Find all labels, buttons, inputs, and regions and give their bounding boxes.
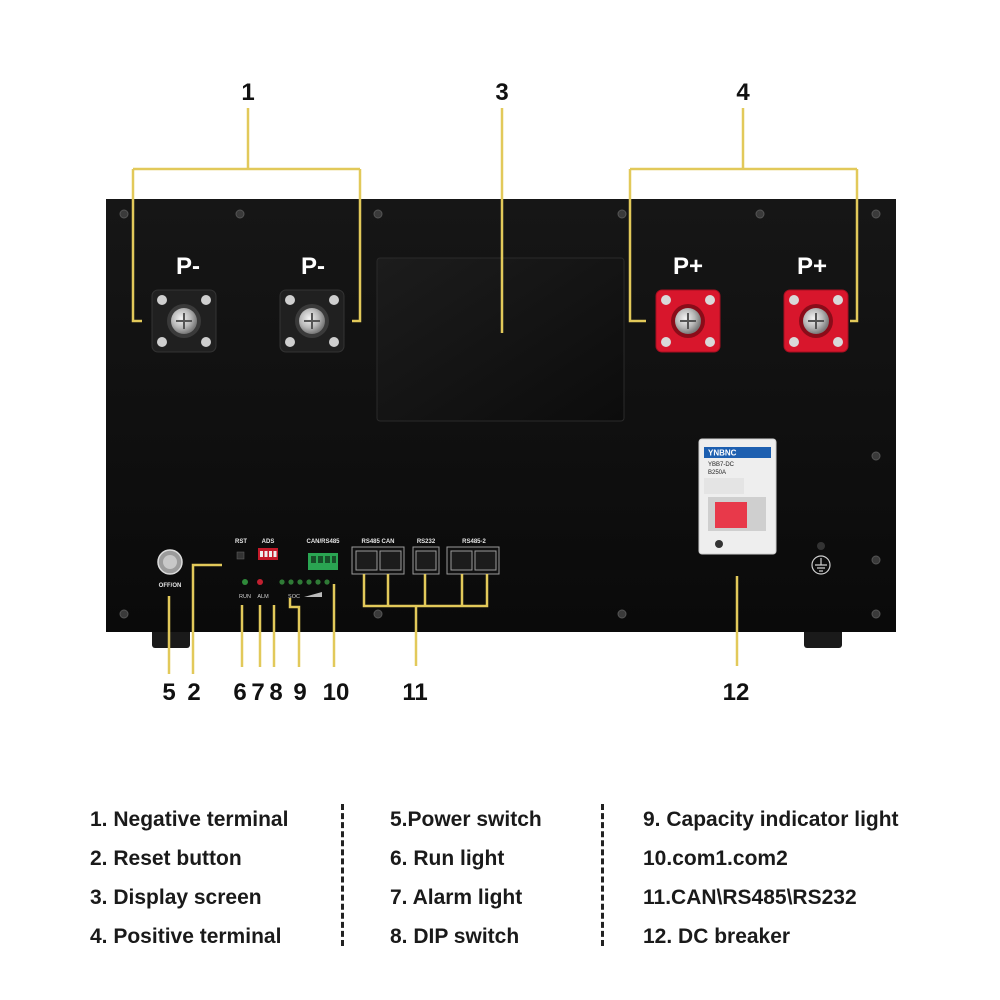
- terminal-label-pos2: P+: [797, 253, 827, 280]
- callout-2: 2: [187, 679, 200, 706]
- can-rs485-label: CAN/RS485: [306, 539, 340, 545]
- legend-item: 3. Display screen: [90, 886, 262, 909]
- legend-divider-1: [341, 804, 344, 946]
- callout-8: 8: [269, 679, 282, 706]
- callout-12: 12: [723, 679, 750, 706]
- ground-icon: [811, 542, 831, 575]
- callout-5: 5: [162, 679, 175, 706]
- run-label: RUN: [239, 594, 251, 600]
- legend-item: 10.com1.com2: [643, 847, 788, 870]
- rj-ports[interactable]: [351, 546, 500, 575]
- reset-button[interactable]: [236, 551, 245, 560]
- legend-divider-2: [601, 804, 604, 946]
- legend-item: 11.CAN\RS485\RS232: [643, 886, 857, 909]
- dip-switch[interactable]: [258, 548, 278, 560]
- positive-terminal-2: [783, 289, 849, 353]
- breaker-brand: YNBNC: [708, 449, 737, 458]
- callout-9: 9: [293, 679, 306, 706]
- legend-column-2: 5.Power switch 6. Run light 7. Alarm lig…: [390, 800, 542, 956]
- legend-item: 4. Positive terminal: [90, 925, 282, 948]
- callout-10: 10: [323, 679, 350, 706]
- run-light: [242, 579, 248, 585]
- legend-item: 7. Alarm light: [390, 886, 523, 909]
- callout-3: 3: [495, 79, 508, 106]
- legend-column-3: 9. Capacity indicator light 10.com1.com2…: [643, 800, 899, 956]
- negative-terminal-1: [151, 289, 217, 353]
- foot-left: [152, 628, 190, 648]
- callout-11: 11: [402, 679, 427, 706]
- legend-column-1: 1. Negative terminal 2. Reset button 3. …: [90, 800, 288, 956]
- alarm-light: [257, 579, 263, 585]
- breaker-rating: B250A: [708, 470, 726, 476]
- breaker-model: YBB7-DC: [708, 462, 735, 468]
- soc-wedge-icon: [304, 592, 322, 597]
- rst-label: RST: [235, 539, 247, 545]
- legend-item: 8. DIP switch: [390, 925, 520, 948]
- legend-item: 1. Negative terminal: [90, 808, 289, 831]
- terminal-label-neg1: P-: [176, 253, 200, 280]
- rs485-can-label: RS485 CAN: [361, 539, 394, 545]
- legend-item: 6. Run light: [390, 847, 505, 870]
- legend-item: 12. DC breaker: [643, 925, 791, 948]
- power-switch[interactable]: [157, 549, 183, 575]
- soc-lights: [279, 579, 330, 585]
- can-rs485-terminal-block[interactable]: [308, 553, 338, 570]
- legend-item: 5.Power switch: [390, 808, 542, 831]
- foot-right: [804, 628, 842, 648]
- alm-label: ALM: [257, 594, 269, 600]
- breaker-toggle[interactable]: [715, 502, 747, 528]
- rs485-2-label: RS485-2: [462, 539, 486, 545]
- legend-item: 9. Capacity indicator light: [643, 808, 899, 831]
- soc-label: SOC: [288, 594, 300, 600]
- callout-lines: [131, 108, 859, 674]
- callout-1: 1: [241, 79, 254, 106]
- callout-7: 7: [251, 679, 264, 706]
- legend-item: 2. Reset button: [90, 847, 242, 870]
- ads-label: ADS: [262, 539, 275, 545]
- callout-4: 4: [736, 79, 750, 106]
- callout-6: 6: [233, 679, 246, 706]
- dc-breaker: YNBNC YBB7-DC B250A: [698, 438, 777, 555]
- display-screen: [376, 257, 625, 422]
- power-switch-label: OFF/ON: [159, 583, 182, 589]
- positive-terminal-1: [655, 289, 721, 353]
- negative-terminal-2: [279, 289, 345, 353]
- rs232-label: RS232: [417, 539, 436, 545]
- terminal-label-neg2: P-: [301, 253, 325, 280]
- panel-screws: [119, 209, 881, 619]
- terminal-label-pos1: P+: [673, 253, 703, 280]
